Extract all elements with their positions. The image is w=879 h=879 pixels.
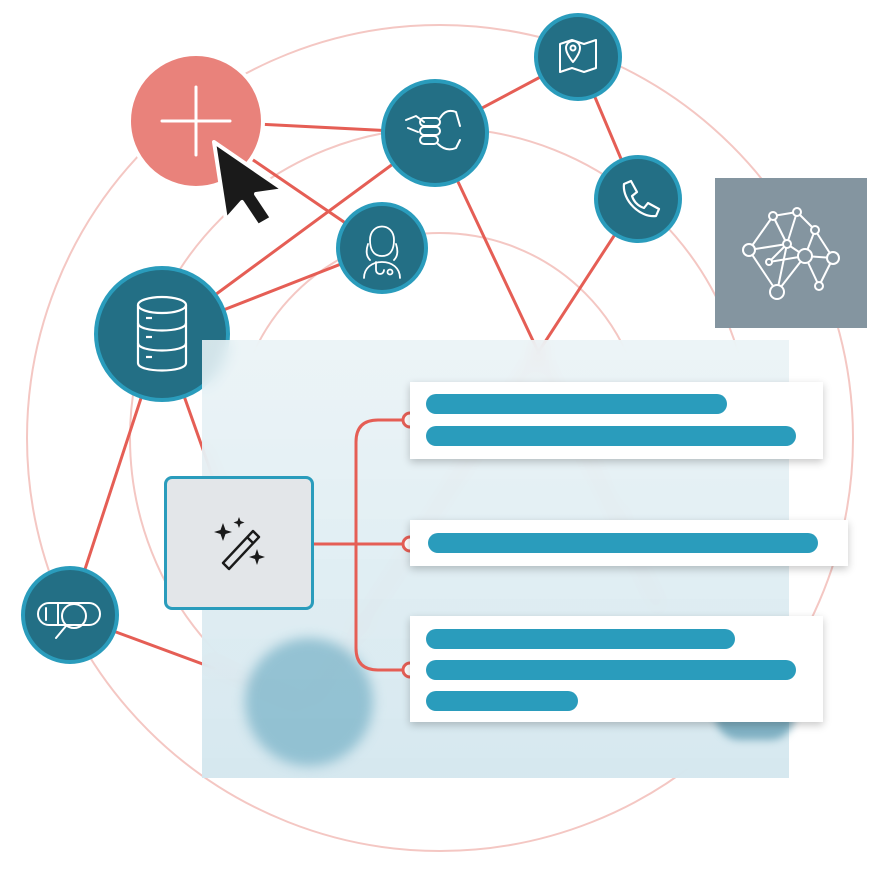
text-placeholder-bar [428,533,818,553]
network-graph-icon [742,207,840,300]
handshake-node[interactable] [381,79,489,187]
ring-outer [26,24,854,852]
handshake-icon [405,109,461,151]
text-placeholder-bar [426,691,578,711]
phone-node[interactable] [594,155,682,243]
doctor-icon [363,225,401,279]
content-card[interactable] [410,382,823,459]
magic-wand-sparkles-icon [214,517,265,571]
database-icon [136,295,188,372]
text-placeholder-bar [426,629,735,649]
phone-icon [622,179,661,218]
map-node[interactable] [534,13,622,101]
content-card[interactable] [410,616,823,722]
text-placeholder-bar [426,394,727,414]
mouse-pointer-icon [212,140,286,228]
magic-wand-button[interactable] [164,476,314,610]
blurred-node [245,638,373,766]
network-tile[interactable] [715,178,867,328]
database-node[interactable] [94,266,230,402]
text-placeholder-bar [426,426,796,446]
map-pin-icon [559,39,597,73]
text-placeholder-bar [426,660,796,680]
doctor-node[interactable] [336,202,428,294]
pill-search-node[interactable] [21,566,119,664]
pill-search-icon [37,602,101,639]
plus-icon [160,85,232,157]
content-card[interactable] [410,520,848,566]
